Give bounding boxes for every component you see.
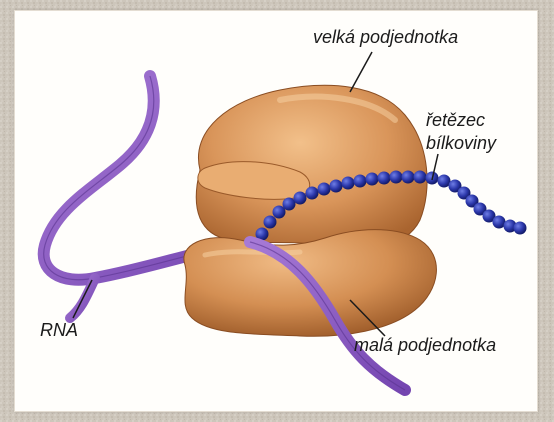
label-protein-chain-line2: bílkoviny xyxy=(426,133,496,153)
label-rna: RNA xyxy=(40,320,78,340)
label-large-subunit: velká podjednotka xyxy=(313,27,458,47)
label-protein-chain-line1: řetězec xyxy=(426,110,485,130)
label-small-subunit: malá podjednotka xyxy=(354,335,496,355)
large-subunit xyxy=(196,85,427,249)
